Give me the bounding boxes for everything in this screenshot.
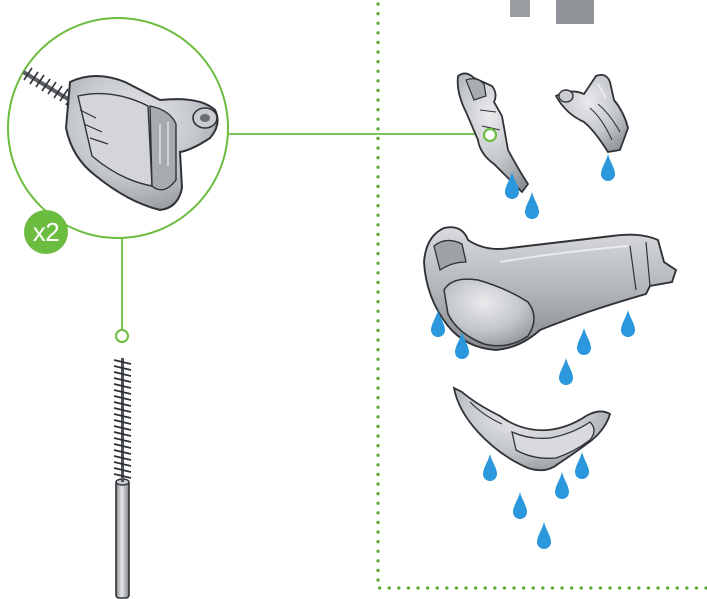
water-drop-icon — [537, 522, 551, 549]
water-drop-icon — [455, 332, 469, 359]
cleaning-brush-icon — [113, 358, 132, 599]
water-drop-icon — [525, 192, 539, 219]
water-drops — [431, 154, 635, 549]
water-drop-icon — [577, 328, 591, 355]
water-drop-icon — [431, 310, 445, 337]
water-drop-icon — [505, 172, 519, 199]
brush-connector — [115, 238, 129, 343]
water-drop-icon — [575, 452, 589, 479]
band-part — [423, 226, 678, 351]
water-drop-icon — [513, 492, 527, 519]
clip-part-left — [456, 72, 530, 194]
dotted-panel-border — [376, 2, 707, 590]
clip-part-right — [554, 73, 629, 153]
pad-part — [452, 386, 612, 472]
water-drop-icon — [483, 454, 497, 481]
water-drop-icon — [601, 154, 615, 181]
water-drop-icon — [621, 310, 635, 337]
water-drop-icon — [555, 472, 569, 499]
magnifier-circle-icon — [7, 17, 229, 239]
quantity-badge — [24, 210, 68, 254]
part-marker-icon — [482, 127, 498, 143]
water-drop-icon — [559, 358, 573, 385]
clip-part-detail — [64, 75, 219, 212]
top-cropped-parts — [510, 0, 594, 24]
